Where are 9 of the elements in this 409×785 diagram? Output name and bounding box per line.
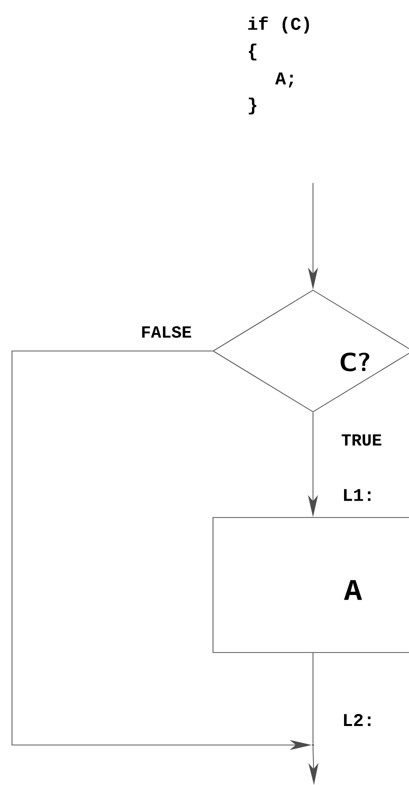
code-line: } (248, 98, 256, 114)
edge-label: FALSE (140, 325, 193, 339)
code-line: { (248, 44, 256, 60)
jump-label: L1: (344, 489, 370, 501)
jump-label: L2: (344, 714, 370, 726)
edge-label: TRUE (340, 433, 383, 447)
process-box: A (212, 517, 409, 653)
code-line: if (C) (248, 16, 309, 34)
code-line: A; (275, 72, 294, 88)
